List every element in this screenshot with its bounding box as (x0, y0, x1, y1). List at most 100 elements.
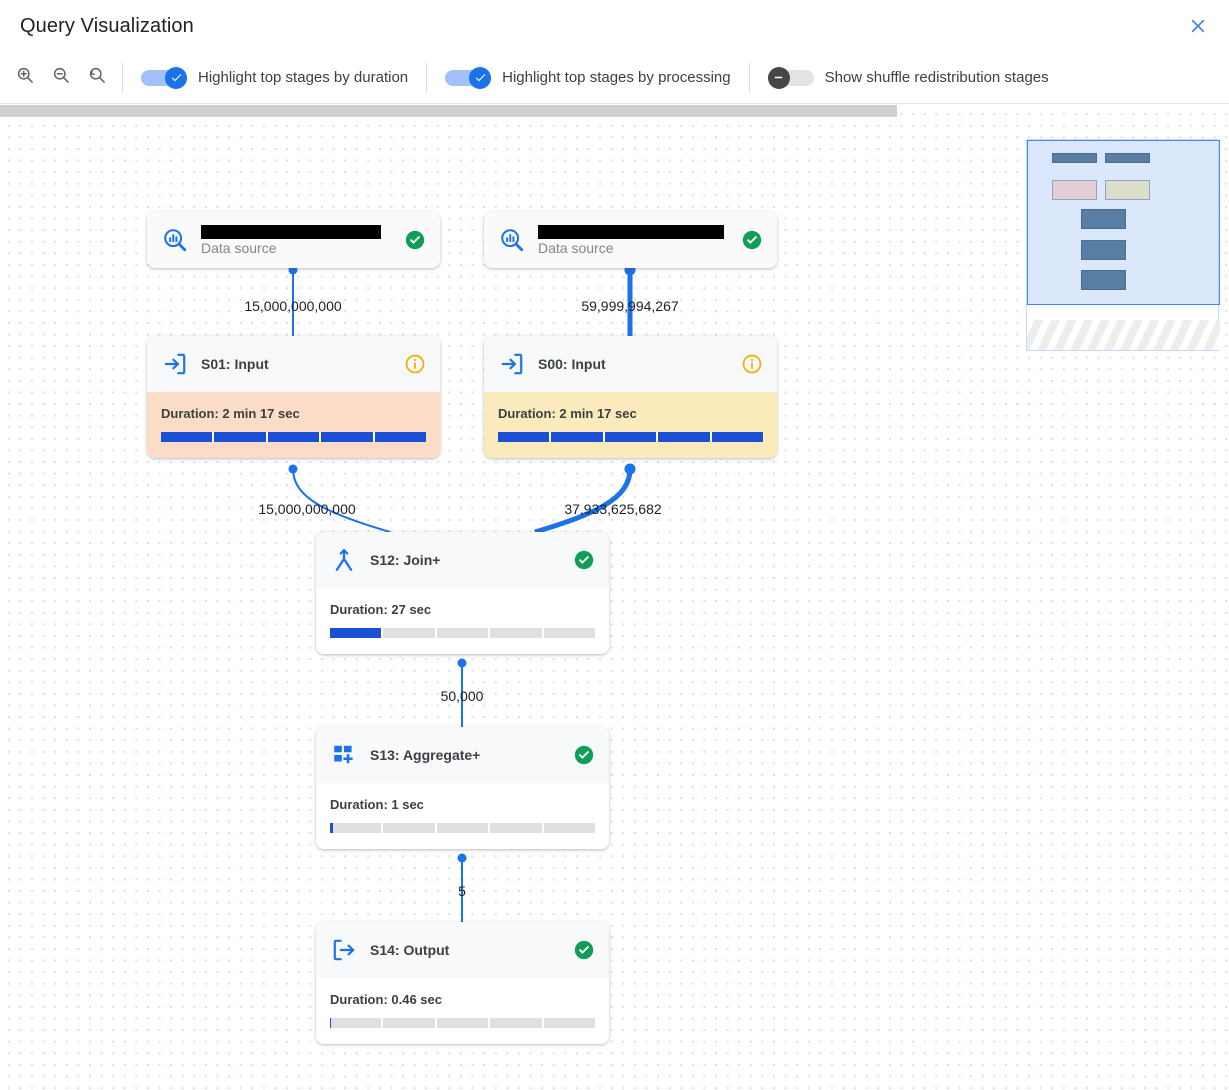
duration-progress-fill (330, 823, 333, 833)
node-body: Duration: 27 sec (316, 588, 609, 654)
node-body: Duration: 2 min 17 sec (147, 392, 440, 458)
edge-label-datasource-to-s01: 15,000,000,000 (244, 298, 342, 314)
toolbar-divider-3 (748, 62, 750, 93)
node-body: Duration: 0.46 sec (316, 978, 609, 1044)
duration-progress-ticks (330, 628, 595, 638)
node-header: S01: Input (147, 336, 440, 392)
info-icon[interactable] (741, 353, 763, 375)
check-icon (474, 71, 487, 84)
node-body: Duration: 2 min 17 sec (484, 392, 777, 458)
graph-canvas[interactable]: 15,000,000,000 59,999,994,267 15,000,000… (0, 104, 1229, 1090)
duration-progress-fill (161, 432, 426, 442)
duration-progress-bar (330, 628, 595, 638)
data-source-search-icon (161, 226, 189, 254)
duration-progress-ticks (330, 1018, 595, 1028)
switch-knob (165, 66, 187, 89)
duration-progress-fill (330, 628, 383, 638)
node-title-block: Data source (201, 224, 392, 256)
node-duration-label: Duration: 2 min 17 sec (498, 406, 637, 421)
node-header: Data source (147, 212, 440, 268)
close-button[interactable] (1181, 9, 1215, 43)
input-arrow-icon (498, 350, 526, 378)
node-title: S12: Join+ (370, 552, 441, 568)
node-stage-s14[interactable]: S14: Output Duration: 0.46 sec (316, 922, 609, 1044)
check-icon (170, 71, 183, 84)
node-datasource-right[interactable]: Data source (484, 212, 777, 268)
duration-progress-fill (498, 432, 763, 442)
info-icon[interactable] (404, 353, 426, 375)
minimap-node-highlight-amber (1105, 180, 1150, 200)
graph-minimap[interactable] (1026, 139, 1220, 351)
toggle-shuffle-stages-switch[interactable] (767, 66, 814, 89)
minimap-out-of-bounds-area (1027, 319, 1220, 350)
toggle-highlight-processing-switch[interactable] (445, 66, 492, 89)
duration-progress-bar (330, 823, 595, 833)
node-title: S14: Output (370, 942, 450, 958)
node-title-block: Data source (538, 224, 729, 256)
toggle-highlight-duration[interactable]: Highlight top stages by duration (123, 52, 426, 104)
check-circle-icon (404, 229, 426, 251)
horizontal-scrollbar[interactable] (0, 104, 1229, 118)
node-duration-label: Duration: 0.46 sec (330, 992, 442, 1007)
check-circle-icon (573, 744, 595, 766)
visualization-toolbar: Highlight top stages by duration Highlig… (0, 52, 1229, 104)
minimap-node (1052, 153, 1097, 163)
switch-knob (469, 66, 492, 89)
node-stage-s00[interactable]: S00: Input Duration: 2 min 17 sec (484, 336, 777, 458)
input-arrow-icon (161, 350, 189, 378)
zoom-reset-button[interactable] (86, 67, 108, 89)
edge-label-s01-to-s12: 15,000,000,000 (258, 501, 356, 517)
edge-label-datasource-to-s00: 59,999,994,267 (581, 298, 679, 314)
toggle-shuffle-stages[interactable]: Show shuffle redistribution stages (750, 52, 1067, 104)
zoom-controls (0, 67, 122, 89)
toolbar-divider-2 (426, 62, 428, 93)
toggle-shuffle-stages-label: Show shuffle redistribution stages (824, 69, 1049, 86)
aggregate-grid-plus-icon (330, 741, 358, 769)
duration-progress-bar (161, 432, 426, 442)
duration-progress-bar (330, 1018, 595, 1028)
duration-progress-bar (498, 432, 763, 442)
duration-progress-ticks (330, 823, 595, 833)
zoom-out-icon (51, 65, 71, 90)
zoom-in-button[interactable] (14, 67, 36, 89)
minus-icon (772, 71, 785, 84)
minimap-node-highlight-peach (1052, 180, 1097, 200)
toggle-highlight-processing[interactable]: Highlight top stages by processing (427, 52, 748, 104)
redacted-datasource-name (538, 224, 724, 239)
node-header: Data source (484, 212, 777, 268)
node-header: S00: Input (484, 336, 777, 392)
node-stage-s13[interactable]: S13: Aggregate+ Duration: 1 sec (316, 727, 609, 849)
node-subtitle: Data source (201, 239, 277, 256)
page-title: Query Visualization (20, 14, 194, 37)
minimap-node (1081, 270, 1126, 290)
node-stage-s12[interactable]: S12: Join+ Duration: 27 sec (316, 532, 609, 654)
minimap-node (1105, 153, 1150, 163)
node-subtitle: Data source (538, 239, 614, 256)
minimap-node (1081, 240, 1126, 260)
zoom-out-button[interactable] (50, 67, 72, 89)
toolbar-divider-1 (122, 62, 123, 93)
node-header: S13: Aggregate+ (316, 727, 609, 783)
minimap-viewport[interactable] (1027, 140, 1220, 305)
data-source-search-icon (498, 226, 526, 254)
node-body: Duration: 1 sec (316, 783, 609, 849)
edge-label-s12-to-s13: 50,000 (440, 688, 484, 704)
node-stage-s01[interactable]: S01: Input Duration: 2 min 17 sec (147, 336, 440, 458)
node-datasource-left[interactable]: Data source (147, 212, 440, 268)
node-duration-label: Duration: 1 sec (330, 797, 424, 812)
dialog-header: Query Visualization (0, 0, 1229, 52)
node-duration-label: Duration: 27 sec (330, 602, 432, 617)
check-circle-icon (573, 549, 595, 571)
check-circle-icon (573, 939, 595, 961)
duration-progress-ticks (161, 432, 426, 442)
edge-label-s00-to-s12: 37,933,625,682 (564, 501, 662, 517)
horizontal-scrollbar-thumb[interactable] (0, 105, 897, 117)
toggle-highlight-duration-switch[interactable] (141, 66, 187, 89)
node-duration-label: Duration: 2 min 17 sec (161, 406, 300, 421)
redacted-datasource-name (201, 224, 381, 239)
zoom-reset-icon (87, 65, 107, 90)
check-circle-icon (741, 229, 763, 251)
output-arrow-icon (330, 936, 358, 964)
node-header: S12: Join+ (316, 532, 609, 588)
duration-progress-ticks (498, 432, 763, 442)
